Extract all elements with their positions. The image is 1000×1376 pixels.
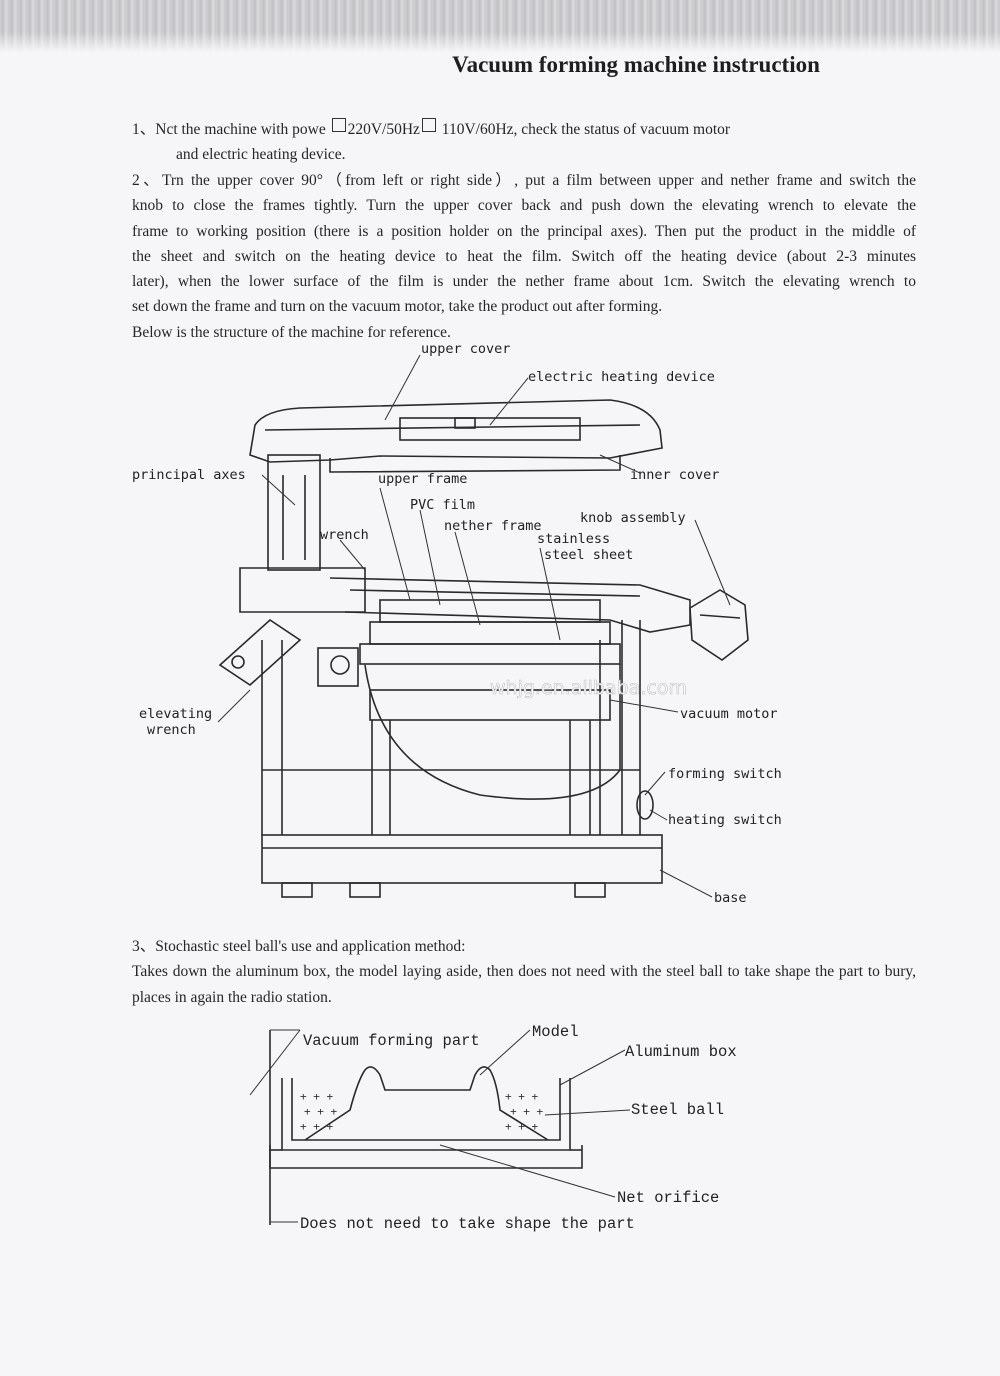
leader-lines (217, 354, 731, 898)
label-knob-assembly: knob assembly (580, 510, 686, 526)
label-elevating: elevating (139, 706, 212, 722)
step-2-line: the sheet and switch on the heating devi… (132, 247, 916, 265)
label-steel-sheet: steel sheet (544, 547, 633, 563)
model-shape (304, 1066, 549, 1141)
upper-frame-shape (329, 577, 691, 633)
label-stainless: stainless (537, 531, 610, 547)
upper-cover-shape (249, 399, 663, 463)
svg-text:+ + +: + + + (505, 1090, 538, 1103)
step-2-line: later), when the lower surface of the fi… (132, 273, 916, 291)
box-leader-lines (249, 1029, 631, 1223)
inner-cover-shape (329, 455, 621, 473)
step-1-prefix: 1、Nct the machine with powe (132, 121, 326, 138)
option-220v: 220V/50Hz (347, 121, 420, 138)
elevating-wrench-shape (218, 618, 302, 687)
checkbox-220v (331, 118, 346, 132)
label-does-not-need-shape: Does not need to take shape the part (300, 1215, 635, 1233)
watermark: whjg.en.alibaba.com (490, 677, 687, 699)
knob-shape (689, 589, 749, 661)
wrench-housing (239, 567, 366, 613)
label-net-orifice: Net orifice (617, 1189, 719, 1207)
step-3-body: Takes down the aluminum box, the model l… (132, 963, 916, 1006)
label-upper-frame: upper frame (378, 471, 467, 487)
label-base: base (714, 890, 747, 906)
switch-shape (636, 790, 654, 820)
svg-text:+ + +: + + + (304, 1105, 337, 1118)
principal-axes-shape (267, 454, 321, 571)
step-2-line: frame to working position (there is a po… (132, 222, 916, 240)
label-inner-cover: inner cover (630, 467, 719, 483)
label-vacuum-forming-part: Vacuum forming part (303, 1032, 480, 1050)
label-upper-cover: upper cover (421, 341, 510, 357)
step-2-line: knob to close the frames tightly. Turn t… (132, 197, 916, 215)
label-aluminum-box: Aluminum box (625, 1043, 737, 1061)
step-2-line: 2、Trn the upper cover 90°（from left or r… (132, 172, 916, 189)
step-2-text: 2、Trn the upper cover 90°（from left or r… (132, 168, 916, 345)
scan-edge-artifact (0, 0, 1000, 52)
step-2-line: set down the frame and turn on the vacuu… (132, 298, 663, 316)
steel-ball-marks: + + + + + + + + + + + + + + + + + + (300, 1090, 543, 1133)
label-electric-heating-device: electric heating device (528, 369, 715, 385)
structure-intro: Below is the structure of the machine fo… (132, 323, 451, 341)
page-title: Vacuum forming machine instruction (452, 52, 820, 77)
label-pvc-film: PVC film (410, 497, 475, 513)
svg-text:+ + +: + + + (505, 1120, 538, 1133)
stainless-sheet-shape (359, 643, 621, 665)
label-heating-switch: heating switch (668, 812, 782, 828)
label-wrench: wrench (320, 527, 369, 543)
machine-drawing (218, 399, 749, 898)
checkbox-110v (421, 118, 436, 132)
nether-frame-shape (369, 621, 611, 645)
label-principal-axes: principal axes (132, 467, 246, 483)
label-forming-switch: forming switch (668, 766, 782, 782)
svg-text:+ + +: + + + (300, 1120, 333, 1133)
step-1-line-2: and electric heating device. (176, 146, 346, 163)
base-shape (261, 834, 663, 884)
label-model: Model (532, 1023, 579, 1041)
label-elevating-wrench: wrench (147, 722, 196, 738)
label-vacuum-motor: vacuum motor (680, 706, 778, 722)
heating-device-shape (399, 417, 581, 441)
svg-text:+ + +: + + + (300, 1090, 333, 1103)
step-3-heading: 3、Stochastic steel ball's use and applic… (132, 938, 466, 955)
step-1-line-1: 1、Nct the machine with powe 220V/50Hz 11… (132, 117, 922, 142)
svg-text:+ + +: + + + (510, 1105, 543, 1118)
option-110v: 110V/60Hz, check the status of vacuum mo… (441, 121, 731, 138)
step-3-text: 3、Stochastic steel ball's use and applic… (132, 934, 916, 1010)
label-nether-frame: nether frame (444, 518, 542, 534)
label-steel-ball: Steel ball (631, 1101, 724, 1119)
